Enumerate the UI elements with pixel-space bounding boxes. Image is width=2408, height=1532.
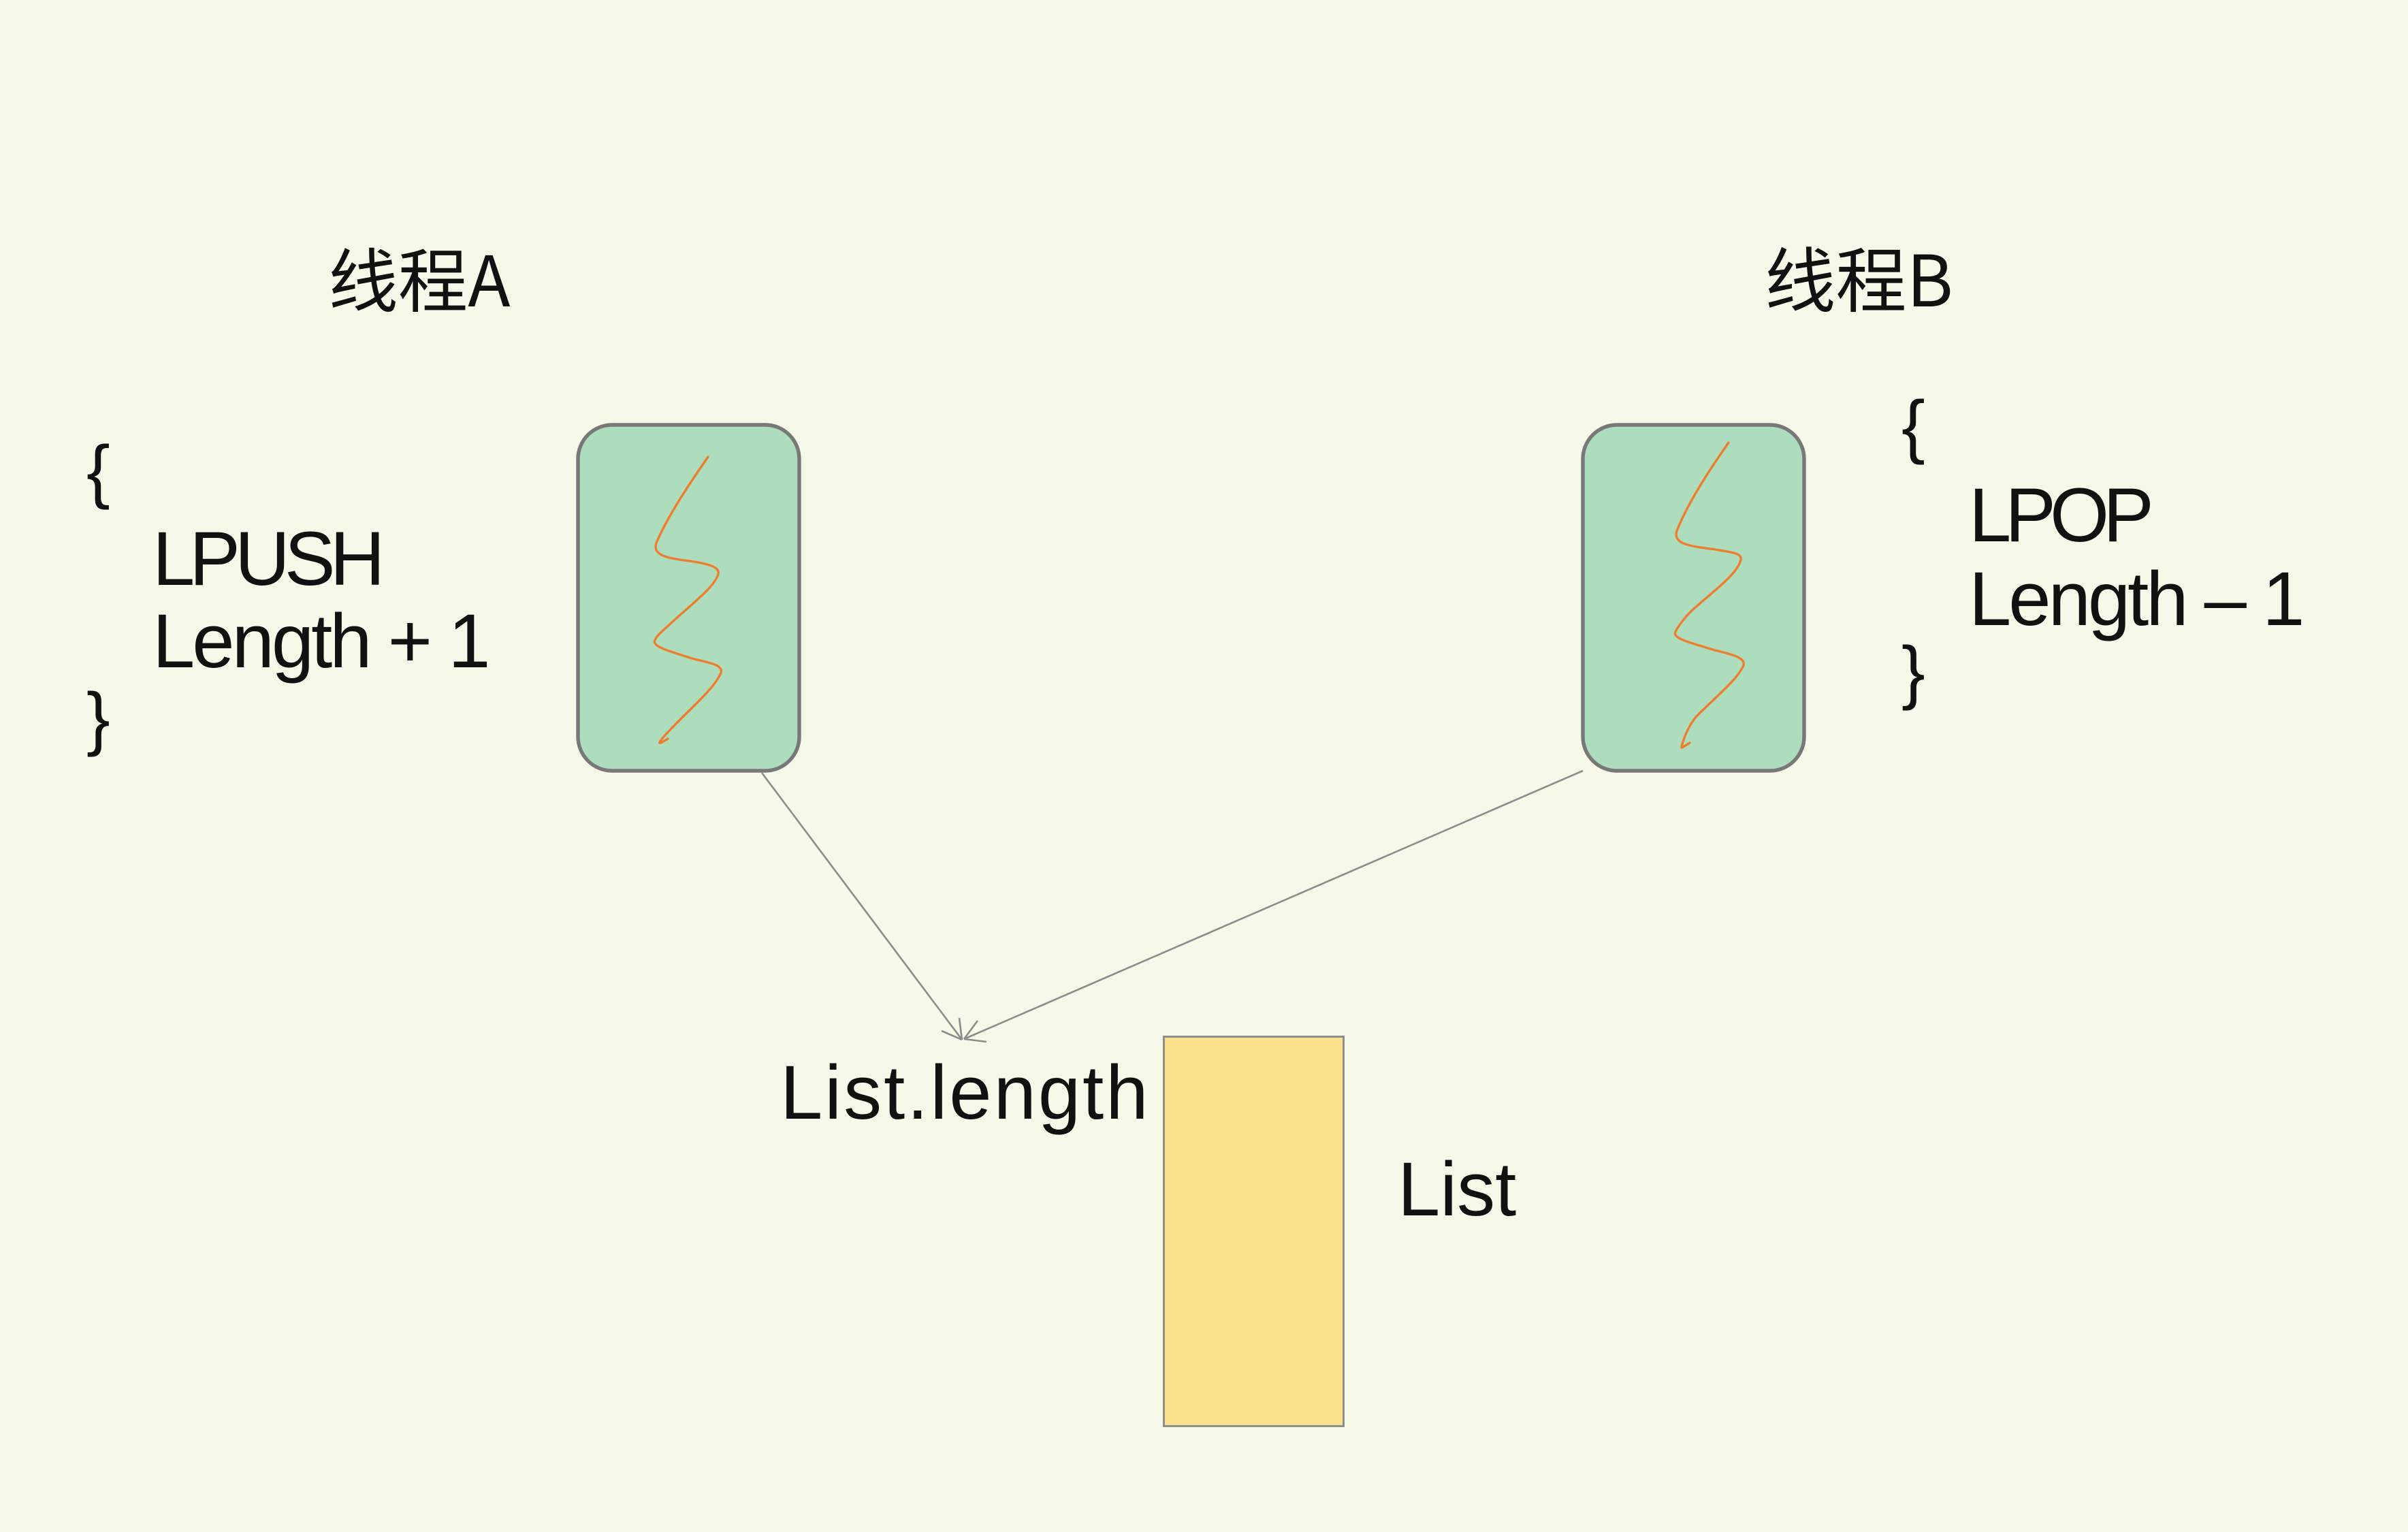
svg-text:{: {	[1901, 387, 1925, 466]
svg-text:Length + 1: Length + 1	[152, 599, 488, 684]
svg-text:Length – 1: Length – 1	[1969, 556, 2302, 641]
svg-text:LPOP: LPOP	[1969, 473, 2150, 558]
svg-text:}: }	[1901, 633, 1925, 712]
svg-text:List: List	[1398, 1147, 1516, 1232]
svg-text:}: }	[86, 679, 110, 758]
svg-text:List.length: List.length	[780, 1050, 1151, 1135]
svg-text:{: {	[86, 432, 110, 511]
svg-text:LPUSH: LPUSH	[152, 516, 379, 601]
